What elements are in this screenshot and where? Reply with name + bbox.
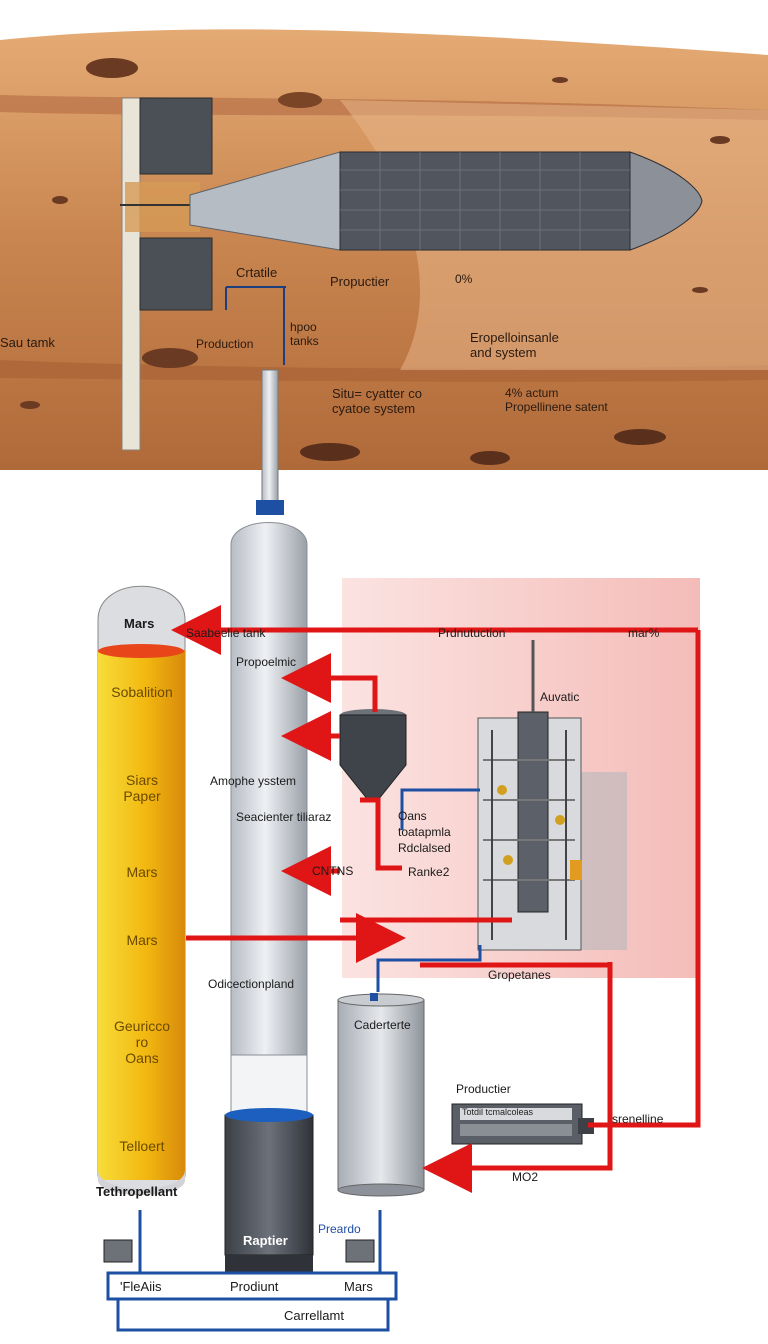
- left-tank-label-4: Mars: [126, 932, 158, 948]
- column-label-5: Odicectionpland: [208, 977, 295, 991]
- bar-item-1: 'FleAiis: [120, 1279, 162, 1294]
- label-caderterte: Caderterte: [354, 1018, 411, 1032]
- column-label-3: Seacienter tiliaraz: [236, 810, 332, 824]
- label-productier: Productier: [456, 1082, 511, 1096]
- left-tank-bottom-label: Tethropellant: [96, 1184, 178, 1199]
- equipment-rack: [477, 640, 627, 951]
- column-bottom-label: Raptier: [243, 1233, 288, 1248]
- red-flow-lines: [171, 605, 701, 1193]
- production-machine: [451, 1103, 594, 1145]
- label-gropetanes: Gropetanes: [488, 968, 551, 982]
- column-label-4: CNTNS: [312, 864, 354, 878]
- left-tank-label-5: Geuricco ro Oans: [113, 1018, 171, 1066]
- label-sabaelie-tank: Saabeelie tank: [186, 626, 266, 640]
- label-hpoo-tanks: hpoo tanks: [290, 320, 319, 348]
- label-mars-pct: mar%: [628, 626, 660, 640]
- label-production-process: Prdnutuction: [438, 626, 506, 640]
- footer-label: Carrellamt: [284, 1308, 344, 1323]
- bottom-pumps: [103, 1239, 375, 1275]
- grey-tank: [337, 993, 425, 1197]
- left-tank-label-6: Telloert: [119, 1138, 165, 1154]
- left-tank-label-2: Siars Paper: [123, 772, 161, 804]
- label-crtatile: Crtatile: [236, 265, 278, 280]
- left-tank-label-3: Mars: [126, 864, 158, 880]
- label-serellline: srenelline: [612, 1112, 664, 1126]
- label-production-surface: Production: [196, 337, 254, 351]
- bar-item-2: Prodiunt: [230, 1279, 279, 1294]
- distribution-bar: [106, 1271, 398, 1301]
- riser-pipe: [261, 369, 279, 511]
- label-propuctier: Propuctier: [330, 274, 390, 289]
- machine-text: Totdil tcmalcoleas: [462, 1107, 534, 1117]
- left-tank-label-1: Sobalition: [111, 684, 173, 700]
- label-ranke: Ranke2: [408, 865, 450, 879]
- surface-rocket: [120, 97, 703, 451]
- bar-item-3: Mars: [344, 1279, 373, 1294]
- label-propellant-system: Eropelloinsanle and system: [470, 330, 559, 360]
- blue-flow-lines: [116, 788, 482, 1332]
- label-sau-tank: Sau tamk: [0, 335, 55, 350]
- column-label-2: Amophe ysstem: [210, 774, 297, 788]
- label-preardo: Preardo: [318, 1222, 361, 1236]
- label-situ: Situ= cyatter co cyatoe system: [332, 386, 422, 416]
- central-column: [224, 500, 314, 1256]
- label-mo2: MO2: [512, 1170, 539, 1184]
- label-auvatic: Auvatic: [540, 690, 580, 704]
- label-oans: Oans toatapmla Rdclalsed: [398, 809, 451, 855]
- propellant-tank-left: [97, 585, 186, 1195]
- label-pct: 0%: [455, 272, 473, 286]
- left-tank-top-label: Mars: [124, 616, 155, 631]
- label-pct-actum: 4% actum Propellinene satent: [505, 386, 608, 414]
- column-label-1: Propoelmic: [236, 655, 297, 669]
